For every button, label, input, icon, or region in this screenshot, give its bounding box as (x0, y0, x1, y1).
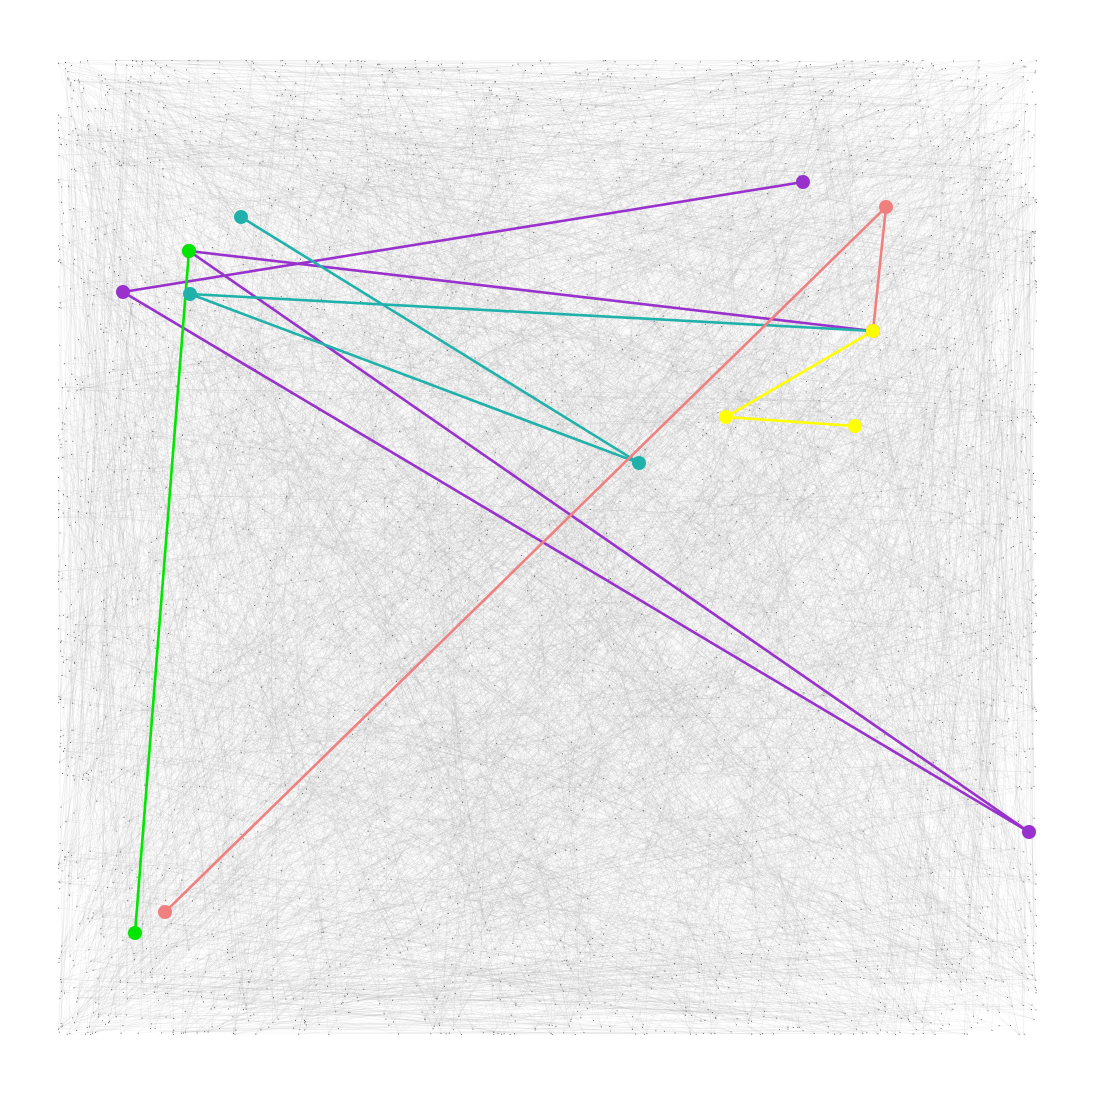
path-4-node-2 (182, 244, 196, 258)
path-3-node-1 (158, 905, 172, 919)
path-2-node-2 (632, 456, 646, 470)
path-2-node-1 (234, 210, 248, 224)
highlighted-path-4 (133, 249, 191, 935)
path-5-node-2 (719, 410, 733, 424)
path-2-node-3 (183, 287, 197, 301)
path-5-node-1 (866, 324, 880, 338)
path-1-node-1 (796, 175, 810, 189)
path-4-node-1 (128, 926, 142, 940)
path-1-node-3 (1022, 825, 1036, 839)
highlighted-path-2 (188, 215, 875, 465)
highlighted-path-nodes (116, 175, 1036, 940)
path-1-node-2 (116, 285, 130, 299)
path-5-node-3 (848, 419, 862, 433)
path-3-node-2 (879, 200, 893, 214)
